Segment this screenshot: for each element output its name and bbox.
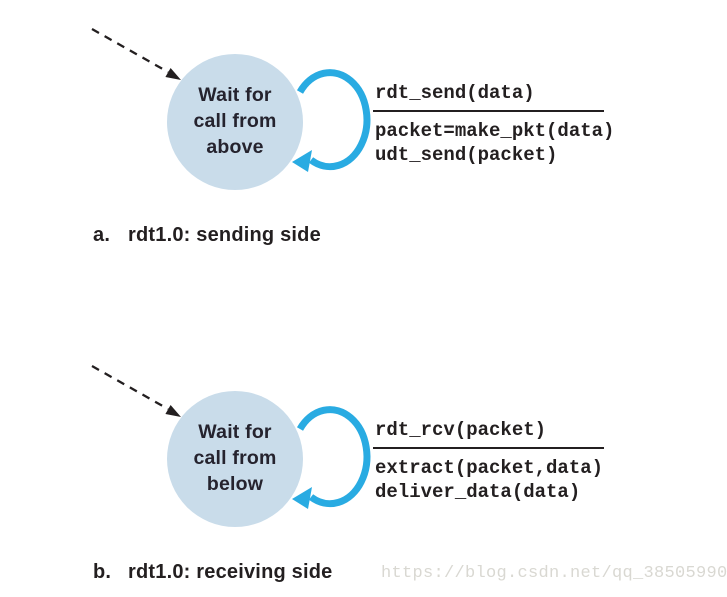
action-lines: packet=make_pkt(data) udt_send(packet) [375,119,614,167]
state-label: Wait for call from below [193,421,277,495]
initial-state-arrow [91,364,169,411]
initial-state-arrow [91,27,169,74]
state-circle [167,391,303,527]
initial-arrowhead-icon [165,68,181,80]
action-line: udt_send(packet) [375,144,558,166]
caption-a: a. rdt1.0: sending side [93,224,321,247]
self-loop-arrow [296,69,371,171]
self-loop-arrowhead-icon [292,150,312,172]
fsm-b-graphics [91,364,371,527]
fsm-sending-side: Wait for call from above rdt_send(data) … [91,27,614,247]
caption-text: rdt1.0: receiving side [128,561,333,583]
watermark: https://blog.csdn.net/qq_38505990 [381,564,727,583]
action-lines: extract(packet,data) deliver_data(data) [375,456,603,504]
caption-text: rdt1.0: sending side [128,224,321,246]
self-loop-arrow [296,406,371,508]
fsm-a-graphics [91,27,371,190]
state-label: Wait for call from above [193,84,277,158]
state-circle [167,54,303,190]
event-label: rdt_rcv(packet) [375,419,547,441]
caption-letter: a. [93,224,111,246]
event-action-divider [373,447,604,449]
action-line: deliver_data(data) [375,481,581,503]
fsm-receiving-side: Wait for call from below rdt_rcv(packet)… [0,337,727,597]
event-label: rdt_send(data) [375,82,535,104]
event-action-divider [373,110,604,112]
action-line: extract(packet,data) [375,457,604,479]
action-line: packet=make_pkt(data) [375,120,615,142]
caption-b: b. rdt1.0: receiving side [93,561,332,584]
caption-letter: b. [93,561,112,583]
initial-arrowhead-icon [165,405,181,417]
self-loop-arrowhead-icon [292,487,312,509]
